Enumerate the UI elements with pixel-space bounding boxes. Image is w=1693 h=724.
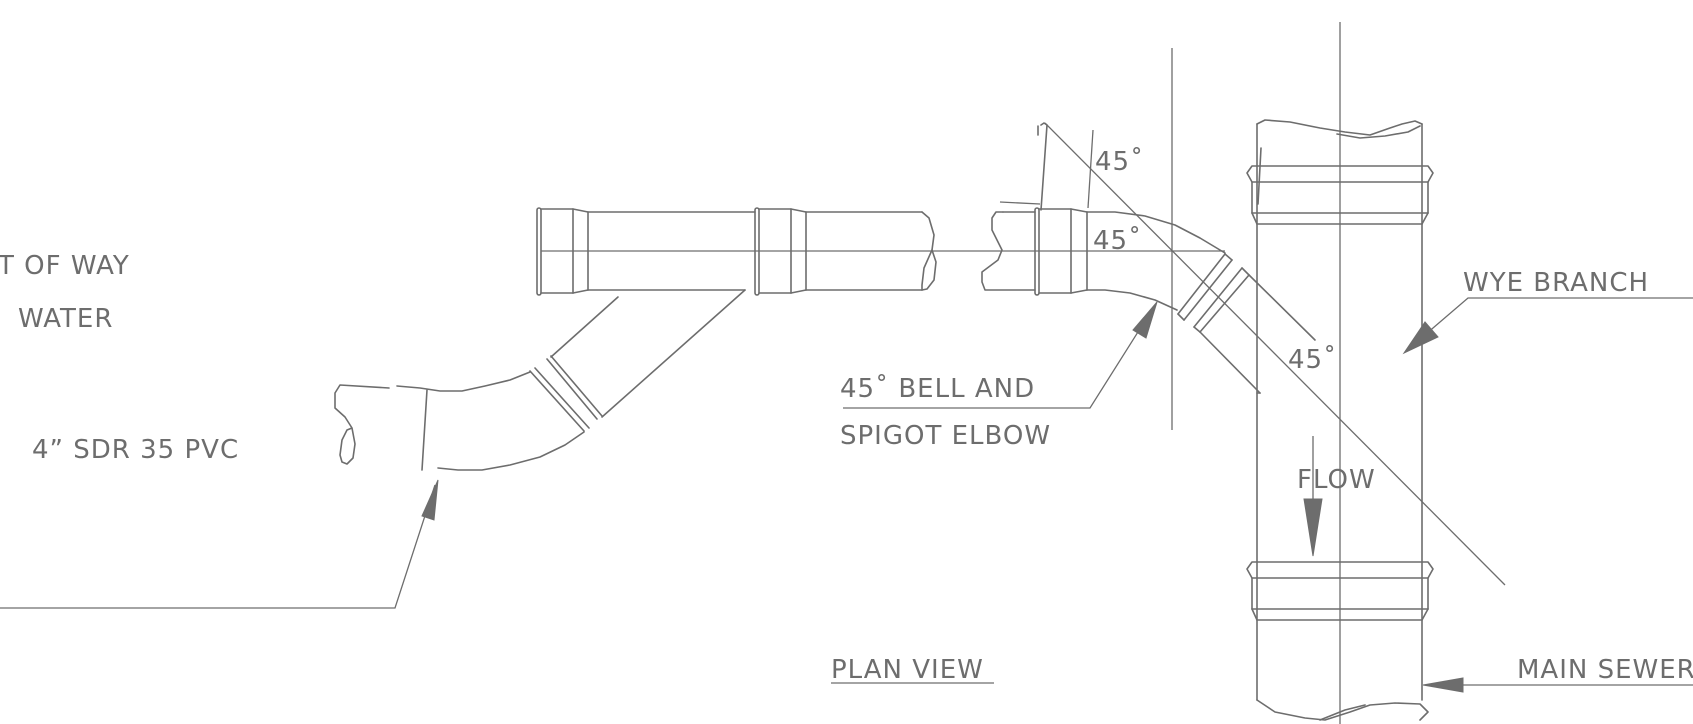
45-degree-reference-line — [1044, 122, 1506, 586]
plan-view-title: PLAN VIEW — [831, 655, 984, 685]
elbow-label-line2: SPIGOT ELBOW — [840, 421, 1051, 451]
pvc-pipe-label: 4” SDR 35 PVC — [32, 435, 239, 465]
angle-label-top: 45˚ — [1095, 147, 1144, 177]
main-sewer-leader — [1422, 677, 1693, 693]
right-of-way-label: T OF WAY — [0, 251, 130, 281]
elbow-fitting — [981, 207, 1316, 394]
wye-branch-label: WYE BRANCH — [1463, 268, 1649, 298]
elbow-leader — [843, 301, 1158, 409]
wye-branch-leader — [1402, 297, 1693, 355]
angle-label-mid: 45˚ — [1093, 226, 1142, 256]
elbow-label-line1: 45˚ BELL AND — [840, 374, 1035, 404]
branch-pipe-lower — [334, 289, 746, 471]
flow-arrow — [1303, 436, 1323, 557]
pvc-leader — [0, 479, 439, 609]
water-label: WATER — [18, 304, 113, 334]
flow-label: FLOW — [1297, 465, 1376, 495]
lateral-pipe-left — [536, 207, 937, 296]
angle-label-wye: 45˚ — [1288, 345, 1337, 375]
main-sewer-label: MAIN SEWER — [1517, 655, 1693, 685]
